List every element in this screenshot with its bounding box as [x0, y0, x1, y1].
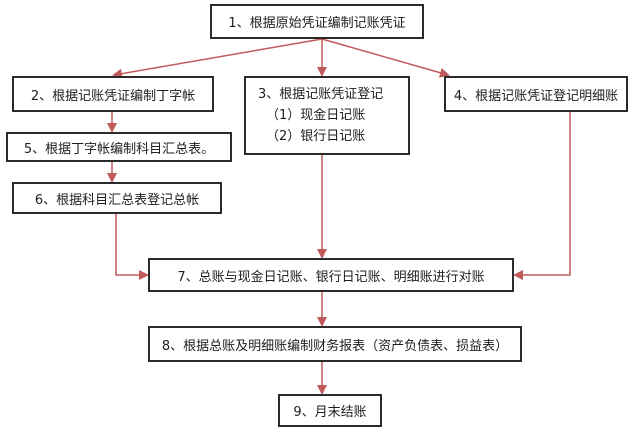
step-4-box: 4、根据记账凭证登记明细账	[444, 76, 628, 112]
step-8-label: 8、根据总账及明细账编制财务报表（资产负债表、损益表）	[161, 338, 509, 354]
step-6-box: 6、根据科目汇总表登记总帐	[12, 182, 222, 214]
step-3-title: 3、根据记账凭证登记	[258, 87, 384, 102]
step-2-label: 2、根据记账凭证编制丁字帐	[30, 88, 196, 104]
step-8-box: 8、根据总账及明细账编制财务报表（资产负债表、损益表）	[148, 326, 522, 362]
step-6-label: 6、根据科目汇总表登记总帐	[34, 192, 200, 208]
arrow-1-to-4	[321, 38, 450, 78]
step-1-label: 1、根据原始凭证编制记账凭证	[228, 16, 406, 31]
step-5-label: 5、根据丁字帐编制科目汇总表。	[23, 141, 215, 157]
step-3-sub-bank-journal: （2）银行日记账	[266, 129, 366, 144]
step-3-sub-cash-journal: （1）现金日记账	[266, 108, 366, 123]
step-3-box: 3、根据记账凭证登记 （1）现金日记账 （2）银行日记账	[244, 76, 410, 155]
arrow-4-to-7	[513, 112, 571, 280]
arrow-1-to-2	[112, 38, 323, 79]
step-4-label: 4、根据记账凭证登记明细账	[453, 88, 619, 104]
step-9-box: 9、月末结账	[278, 394, 382, 427]
step-7-label: 7、总账与现金日记账、银行日记账、明细账进行对账	[177, 269, 485, 285]
step-7-box: 7、总账与现金日记账、银行日记账、明细账进行对账	[148, 258, 514, 292]
step-1-box: 1、根据原始凭证编制记账凭证	[210, 4, 424, 39]
step-2-box: 2、根据记账凭证编制丁字帐	[12, 76, 214, 112]
step-5-box: 5、根据丁字帐编制科目汇总表。	[6, 132, 232, 162]
arrow-6-to-7	[115, 214, 149, 280]
step-9-label: 9、月末结账	[293, 405, 367, 420]
